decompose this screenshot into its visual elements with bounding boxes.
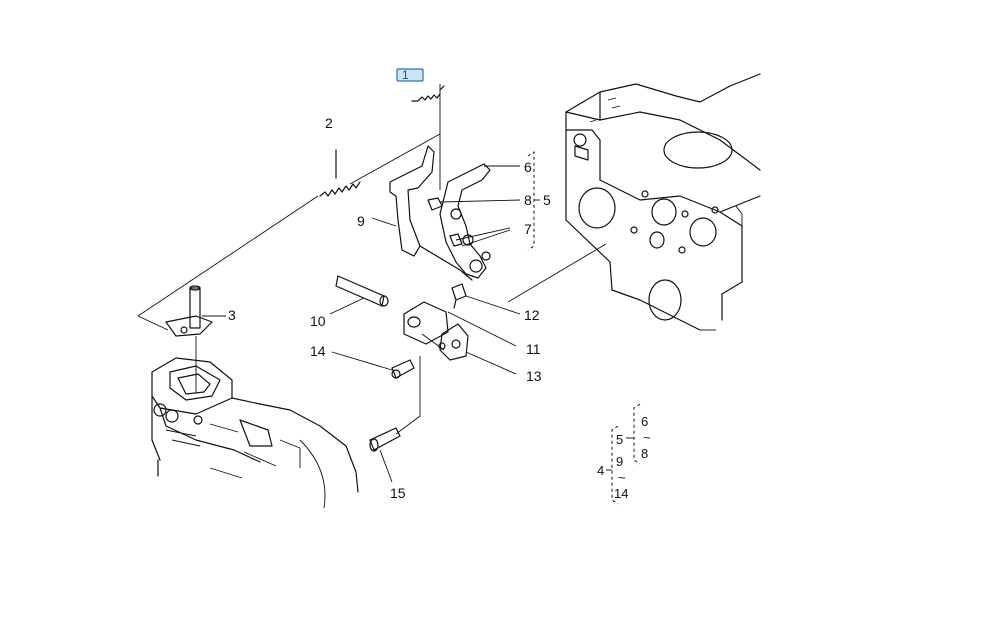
legend-tilde-2: ~: [643, 430, 651, 445]
engine-block-drawing: [565, 73, 761, 331]
callout-8[interactable]: 8: [524, 192, 532, 208]
callout-10[interactable]: 10: [310, 313, 326, 329]
part-1-spring[interactable]: [396, 68, 445, 102]
legend-label-14: 14: [614, 486, 628, 501]
legend-label-9: 9: [616, 454, 623, 469]
part-15-bolt[interactable]: [369, 427, 401, 483]
callout-5[interactable]: 5: [543, 192, 551, 208]
callout-1[interactable]: 1: [402, 68, 409, 82]
part-10-pin[interactable]: [329, 275, 389, 315]
leader-lines: [137, 84, 607, 435]
callout-6[interactable]: 6: [524, 159, 532, 175]
part-13-lever-block[interactable]: [438, 323, 517, 375]
callout-12[interactable]: 12: [524, 307, 540, 323]
callout-2[interactable]: 2: [325, 115, 333, 131]
part-11-collar[interactable]: [403, 301, 517, 347]
part-2-spring[interactable]: [319, 149, 361, 197]
part-5-bracket-assembly[interactable]: [427, 163, 521, 279]
legend-label-6: 6: [641, 414, 648, 429]
part-5-bracket-line: [527, 151, 540, 251]
legend-label-8: 8: [641, 446, 648, 461]
part-1-highlight[interactable]: [396, 68, 424, 82]
legend-label-5: 5: [616, 432, 623, 447]
callout-14[interactable]: 14: [310, 343, 326, 359]
legend-tilde-1: ~: [618, 470, 626, 485]
part-9-arm[interactable]: [371, 145, 473, 281]
callout-13[interactable]: 13: [526, 368, 542, 384]
callout-15[interactable]: 15: [390, 485, 406, 501]
callout-labels: 1 2 3 5 6 7 8 9 10 11 12 13 14 15: [228, 68, 551, 501]
assembly-legend: 4 5 9 ~ 14 6 ~ 8: [597, 403, 651, 505]
callout-7[interactable]: 7: [524, 221, 532, 237]
gear-case-drawing: [151, 357, 359, 509]
callout-3[interactable]: 3: [228, 307, 236, 323]
part-12-bolt[interactable]: [451, 283, 521, 315]
callout-9[interactable]: 9: [357, 213, 365, 229]
part-14-bolt[interactable]: [331, 351, 415, 379]
part-3-shaft-lever[interactable]: [165, 285, 226, 337]
legend-label-4: 4: [597, 463, 604, 478]
callout-11[interactable]: 11: [526, 341, 541, 357]
